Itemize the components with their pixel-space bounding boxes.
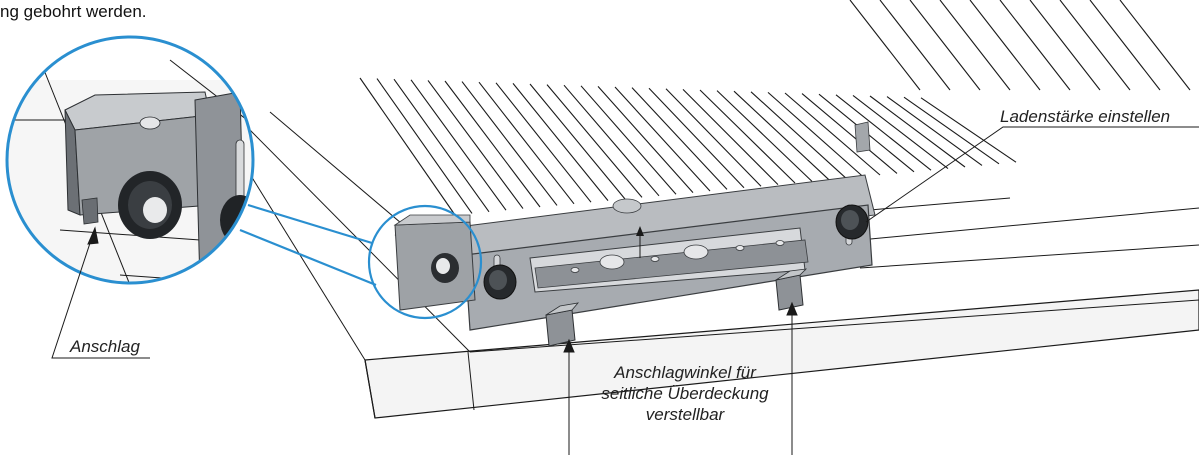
hatch-line [631, 87, 728, 190]
hatch-line [969, 0, 1041, 91]
hatch-line [495, 82, 592, 203]
hatch-line [682, 89, 779, 185]
hatch-line [999, 0, 1071, 91]
hatch-line [903, 96, 1000, 165]
hatch-line [393, 78, 490, 213]
hatch-line [879, 0, 951, 91]
adjustment-knob-right [835, 204, 869, 240]
hatch-line [1119, 0, 1191, 91]
hatched-back-boards [359, 0, 1191, 216]
hatch-line [1029, 0, 1101, 91]
hatch-line [444, 80, 541, 208]
stop-knob-small [431, 253, 459, 283]
label-anschlagwinkel-line-1: Anschlagwinkel für [614, 363, 756, 382]
hatch-line [546, 84, 643, 198]
stop-bracket-right [775, 268, 808, 311]
label-anschlag: Anschlag [70, 337, 140, 356]
hatch-line [869, 95, 966, 168]
hatch-line [939, 0, 1011, 91]
drill-jig [393, 121, 876, 331]
hatch-line [580, 85, 677, 195]
label-ladenstaerke-einstellen: Ladenstärke einstellen [1000, 107, 1171, 126]
leader-lines [51, 126, 1199, 455]
label-anschlagwinkel: Anschlagwinkel für seitliche Überdeckung… [575, 362, 795, 425]
hatch-line [597, 86, 694, 193]
hatch-line [835, 94, 932, 171]
label-anschlagwinkel-line-3: verstellbar [645, 405, 725, 424]
hatch-line [614, 86, 711, 192]
hatch-line [461, 81, 558, 206]
hatch-line [733, 90, 830, 181]
hatch-line [529, 83, 626, 200]
hatch-line [359, 77, 456, 216]
hatch-line [427, 80, 524, 209]
adjustment-knob-left [483, 264, 517, 300]
hatch-line [750, 91, 847, 179]
hatch-line [784, 92, 881, 176]
hatch-line [1059, 0, 1131, 91]
drill-guide-holes [570, 240, 785, 273]
hatch-line [767, 91, 864, 178]
hatch-line [478, 81, 575, 205]
hatch-line [665, 88, 762, 187]
hatch-line [1089, 0, 1161, 91]
hatch-line [920, 97, 1017, 163]
hatch-line [716, 90, 813, 182]
hatch-line [849, 0, 921, 91]
label-anschlagwinkel-line-2: seitliche Überdeckung [601, 384, 769, 403]
hatch-line [801, 93, 898, 174]
hatch-line [909, 0, 981, 91]
hatch-line [512, 83, 609, 201]
hatch-line [852, 94, 949, 170]
hatch-line [410, 79, 507, 211]
detail-magnifier [5, 35, 483, 320]
hatch-line [699, 89, 796, 184]
page-heading-fragment: ng gebohrt werden. [0, 2, 147, 21]
hatch-line [563, 84, 660, 197]
hatch-line [886, 96, 983, 166]
hatch-line [376, 78, 473, 214]
hatch-line [648, 87, 745, 189]
stop-bracket-left [545, 302, 580, 347]
